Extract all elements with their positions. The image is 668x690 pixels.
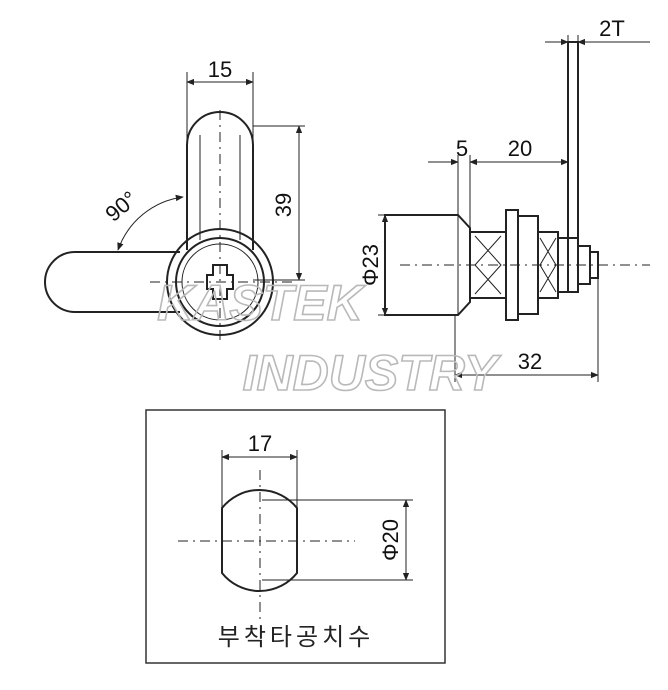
watermark-line2: INDUSTRY bbox=[243, 345, 502, 401]
watermark: KASTEK INDUSTRY bbox=[156, 274, 502, 402]
cutout-frame bbox=[145, 409, 446, 664]
width-dim-label: 15 bbox=[208, 57, 232, 82]
thickness-dim-label: 2T bbox=[599, 16, 625, 41]
diameter-dim-label: Φ23 bbox=[358, 244, 383, 286]
side-view: 2T 5 20 Φ23 32 bbox=[358, 16, 650, 382]
cutout-width-label: 17 bbox=[248, 431, 272, 456]
flange-dim-label: 5 bbox=[456, 136, 468, 161]
key-slot-icon bbox=[206, 264, 234, 300]
cutout-caption: 부착타공치수 bbox=[218, 623, 374, 651]
cam-plate bbox=[567, 41, 579, 293]
cutout-shape bbox=[221, 489, 298, 592]
body-dim-label: 20 bbox=[508, 136, 532, 161]
height-dim-label: 39 bbox=[271, 193, 296, 217]
cutout-detail: 17 Φ20 부착타공치수 bbox=[145, 409, 446, 664]
watermark-line1: KASTEK bbox=[157, 275, 366, 331]
horizontal-handle bbox=[44, 251, 180, 313]
length-dim-label: 32 bbox=[518, 349, 542, 374]
cutout-diameter-label: Φ20 bbox=[378, 519, 403, 561]
